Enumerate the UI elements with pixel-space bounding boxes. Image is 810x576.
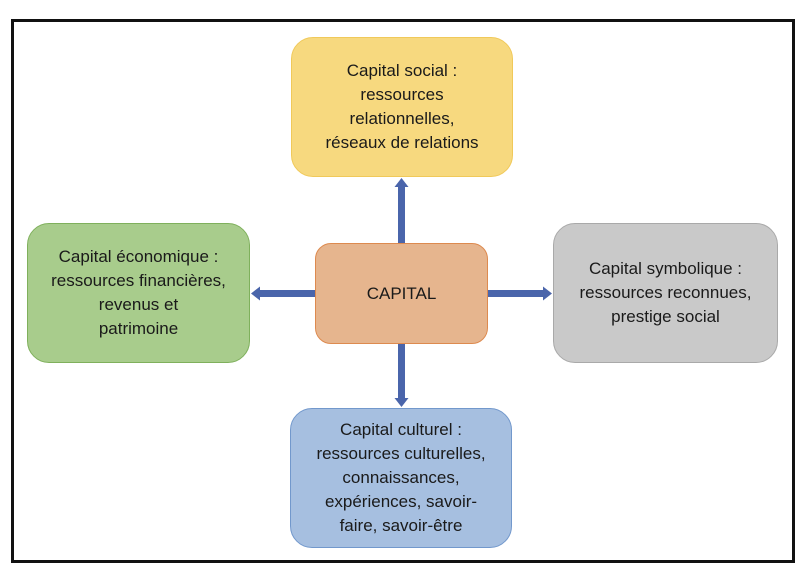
node-symbolic-capital: Capital symbolique : ressources reconnue… — [553, 223, 778, 363]
node-economic-capital-text: Capital économique : ressources financiè… — [51, 247, 226, 338]
node-cultural-capital: Capital culturel : ressources culturelle… — [290, 408, 512, 548]
node-symbolic-capital-text: Capital symbolique : ressources reconnue… — [579, 259, 752, 326]
node-capital-center: CAPITAL — [315, 243, 488, 344]
node-social-capital-text: Capital social : ressources relationnell… — [325, 61, 479, 152]
node-capital-center-label: CAPITAL — [366, 283, 437, 303]
diagram-frame — [11, 19, 795, 563]
node-social-capital: Capital social : ressources relationnell… — [291, 37, 513, 177]
node-cultural-capital-text: Capital culturel : ressources culturelle… — [316, 420, 486, 535]
node-economic-capital: Capital économique : ressources financiè… — [27, 223, 250, 363]
